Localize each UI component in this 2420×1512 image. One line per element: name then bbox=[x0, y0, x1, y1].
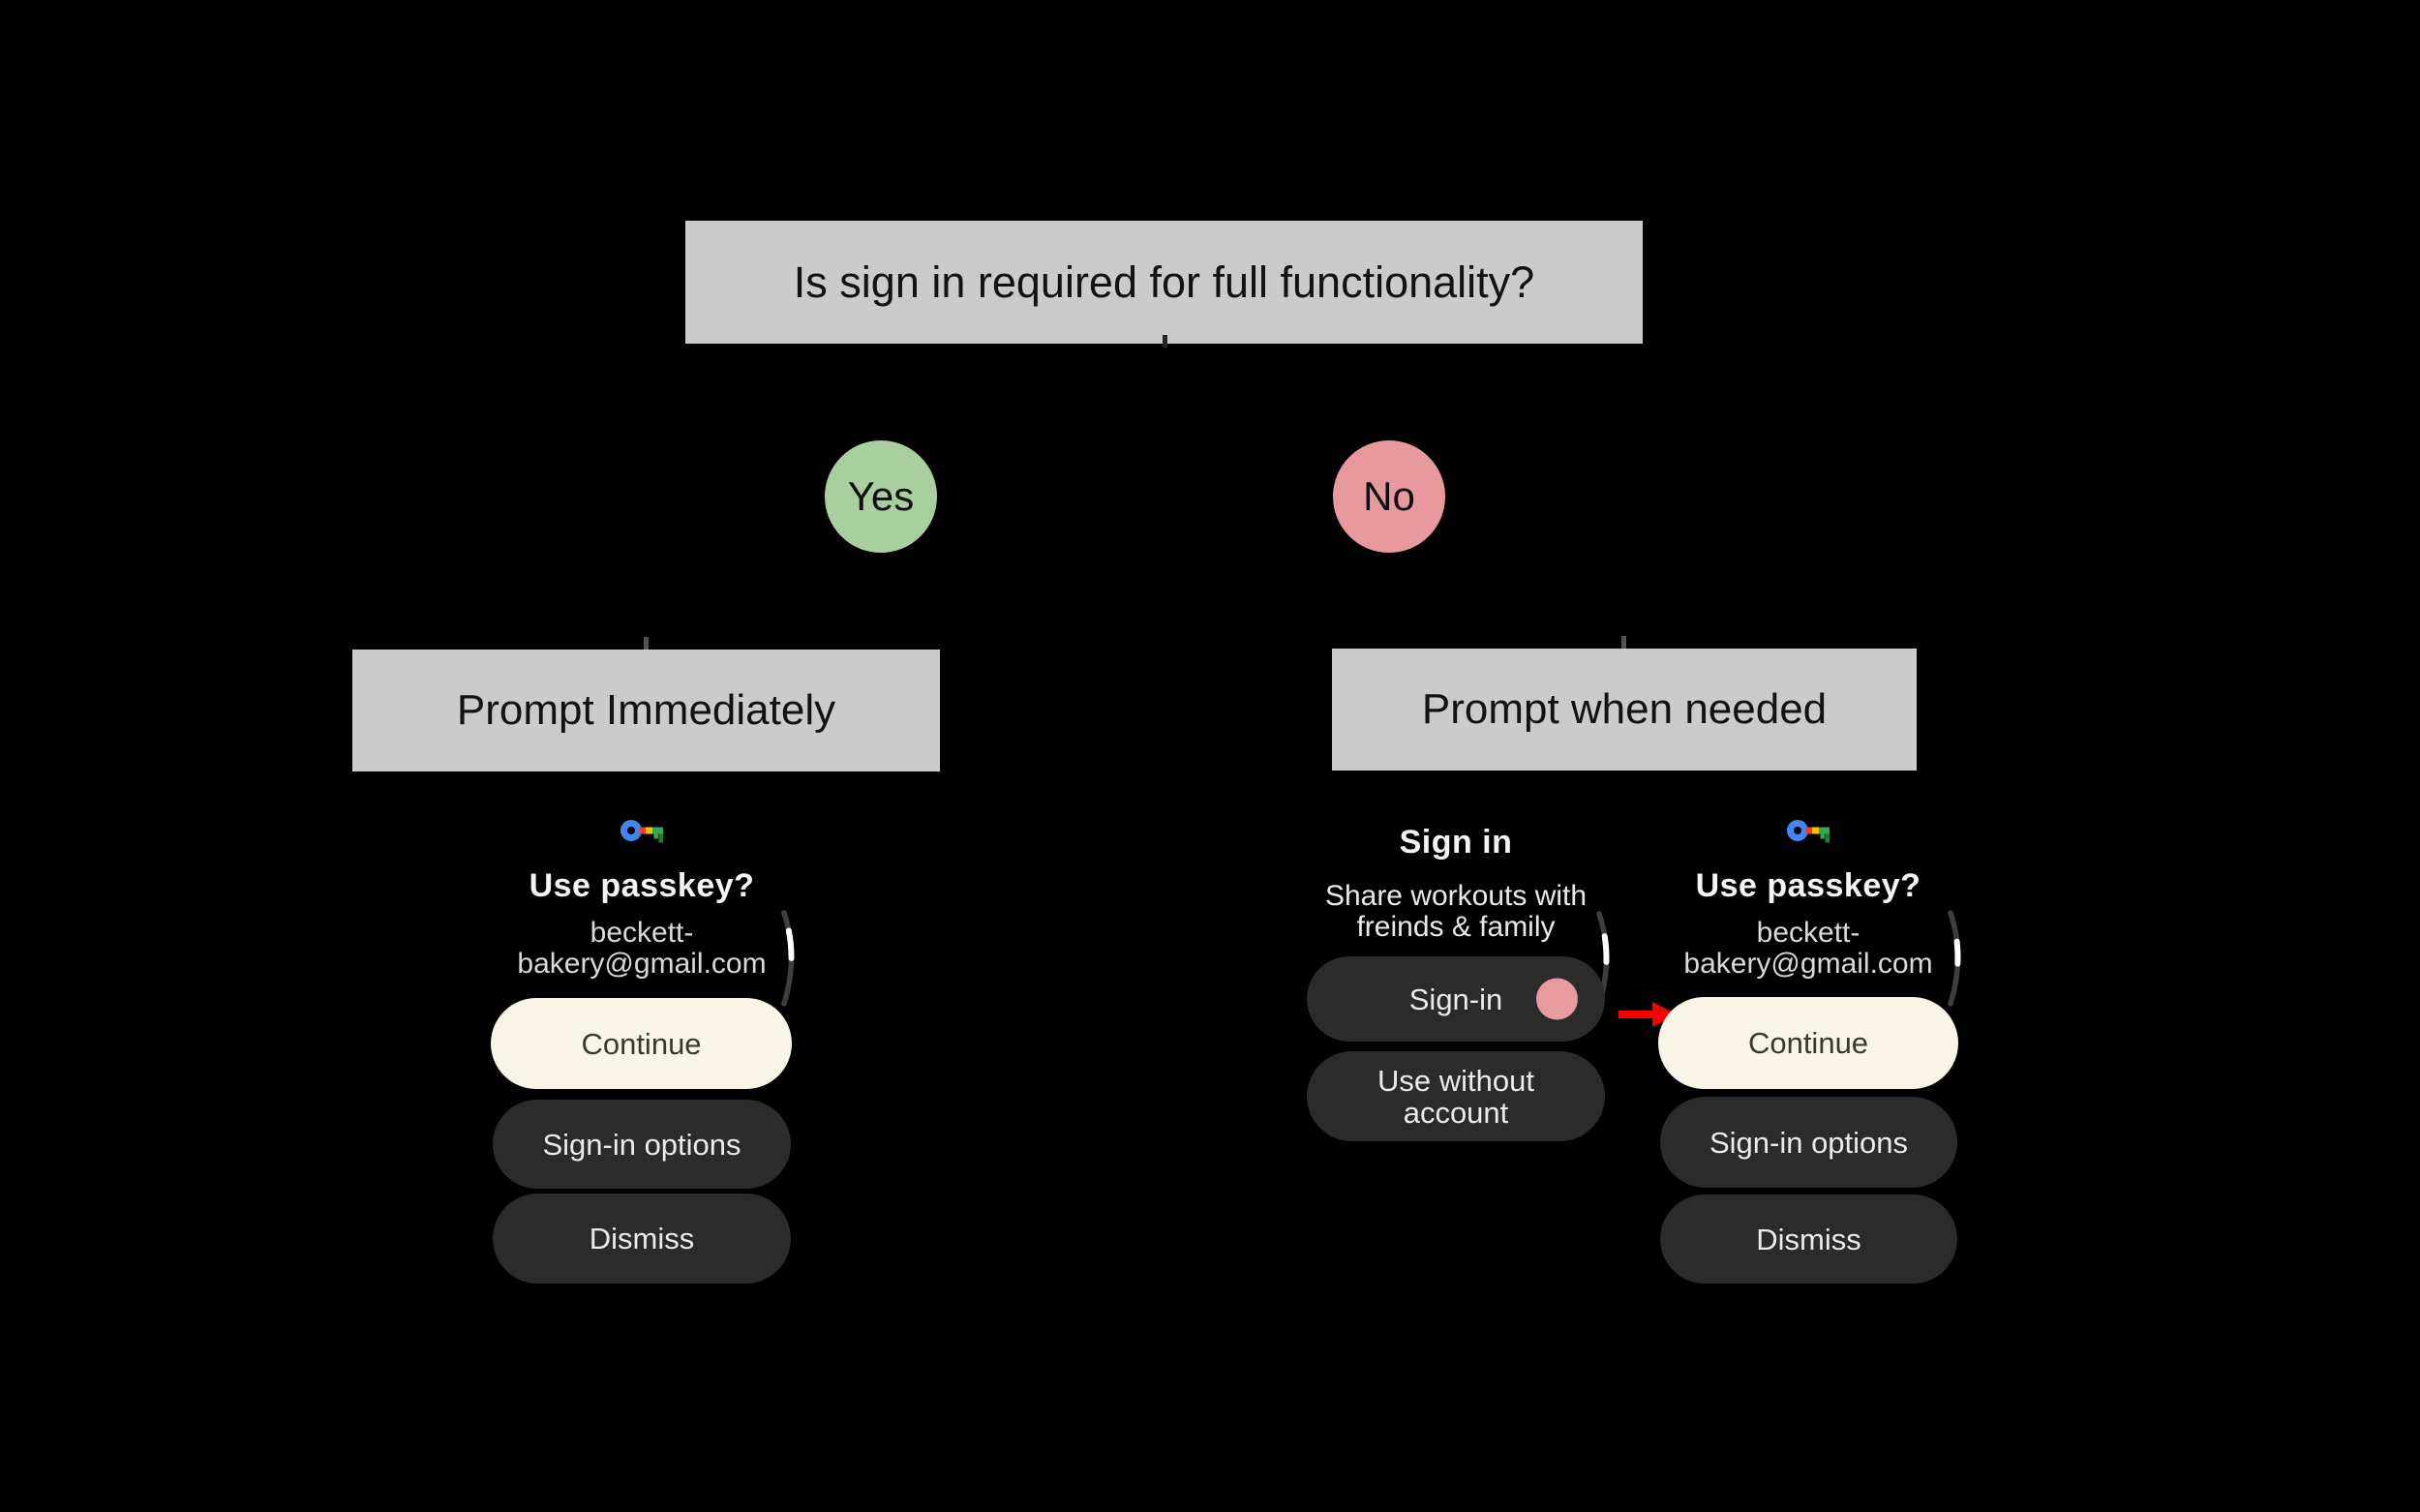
use-without-line1: Use without bbox=[1377, 1063, 1534, 1098]
dismiss-button[interactable]: Dismiss bbox=[1660, 1194, 1957, 1284]
email-line1: beckett- bbox=[1756, 917, 1860, 949]
passkey-icon bbox=[1787, 820, 1830, 843]
yes-label: Yes bbox=[847, 473, 915, 519]
continue-button[interactable]: Continue bbox=[1658, 997, 1958, 1089]
flow-arrow-icon bbox=[1618, 1002, 1677, 1027]
outcome-box-prompt-immediately: Prompt Immediately bbox=[352, 650, 940, 771]
signin-title: Sign in bbox=[1399, 824, 1513, 861]
question-text: Is sign in required for full functionali… bbox=[793, 257, 1535, 307]
continue-button[interactable]: Continue bbox=[491, 998, 792, 1089]
question-box: Is sign in required for full functionali… bbox=[685, 221, 1643, 344]
connector-stub-right bbox=[1621, 636, 1626, 649]
email-line2: bakery@gmail.com bbox=[517, 948, 767, 980]
outcome-left-text: Prompt Immediately bbox=[456, 686, 836, 734]
dismiss-button[interactable]: Dismiss bbox=[493, 1194, 791, 1284]
connector-stub-question bbox=[1163, 335, 1167, 348]
use-without-account-button[interactable]: Use without account bbox=[1307, 1051, 1605, 1141]
signin-body-line2: freinds & family bbox=[1356, 911, 1556, 943]
tap-indicator bbox=[1536, 978, 1578, 1020]
email-line2: bakery@gmail.com bbox=[1683, 948, 1933, 980]
account-email-left: beckett- bakery@gmail.com bbox=[439, 918, 845, 980]
outcome-right-text: Prompt when needed bbox=[1421, 685, 1828, 733]
signin-body: Share workouts with freinds & family bbox=[1253, 881, 1659, 943]
sign-in-options-button[interactable]: Sign-in options bbox=[493, 1100, 791, 1189]
outcome-box-prompt-when-needed: Prompt when needed bbox=[1332, 649, 1917, 771]
account-email-right: beckett- bakery@gmail.com bbox=[1605, 918, 2012, 980]
passkey-icon bbox=[620, 820, 663, 843]
yes-node: Yes bbox=[825, 440, 937, 553]
connector-stub-left bbox=[644, 637, 649, 650]
no-label: No bbox=[1363, 473, 1415, 519]
use-without-line2: account bbox=[1403, 1095, 1509, 1130]
sign-in-button-label: Sign-in bbox=[1408, 982, 1503, 1016]
scroll-indicator-right bbox=[1948, 910, 1961, 1007]
scroll-indicator-left bbox=[781, 910, 795, 1007]
sign-in-options-button[interactable]: Sign-in options bbox=[1660, 1097, 1957, 1188]
passkey-title-left: Use passkey? bbox=[529, 867, 755, 904]
no-node: No bbox=[1333, 440, 1445, 553]
sign-in-button[interactable]: Sign-in bbox=[1307, 956, 1605, 1042]
email-line1: beckett- bbox=[590, 917, 694, 949]
signin-body-line1: Share workouts with bbox=[1324, 880, 1588, 912]
passkey-title-right: Use passkey? bbox=[1695, 867, 1921, 904]
